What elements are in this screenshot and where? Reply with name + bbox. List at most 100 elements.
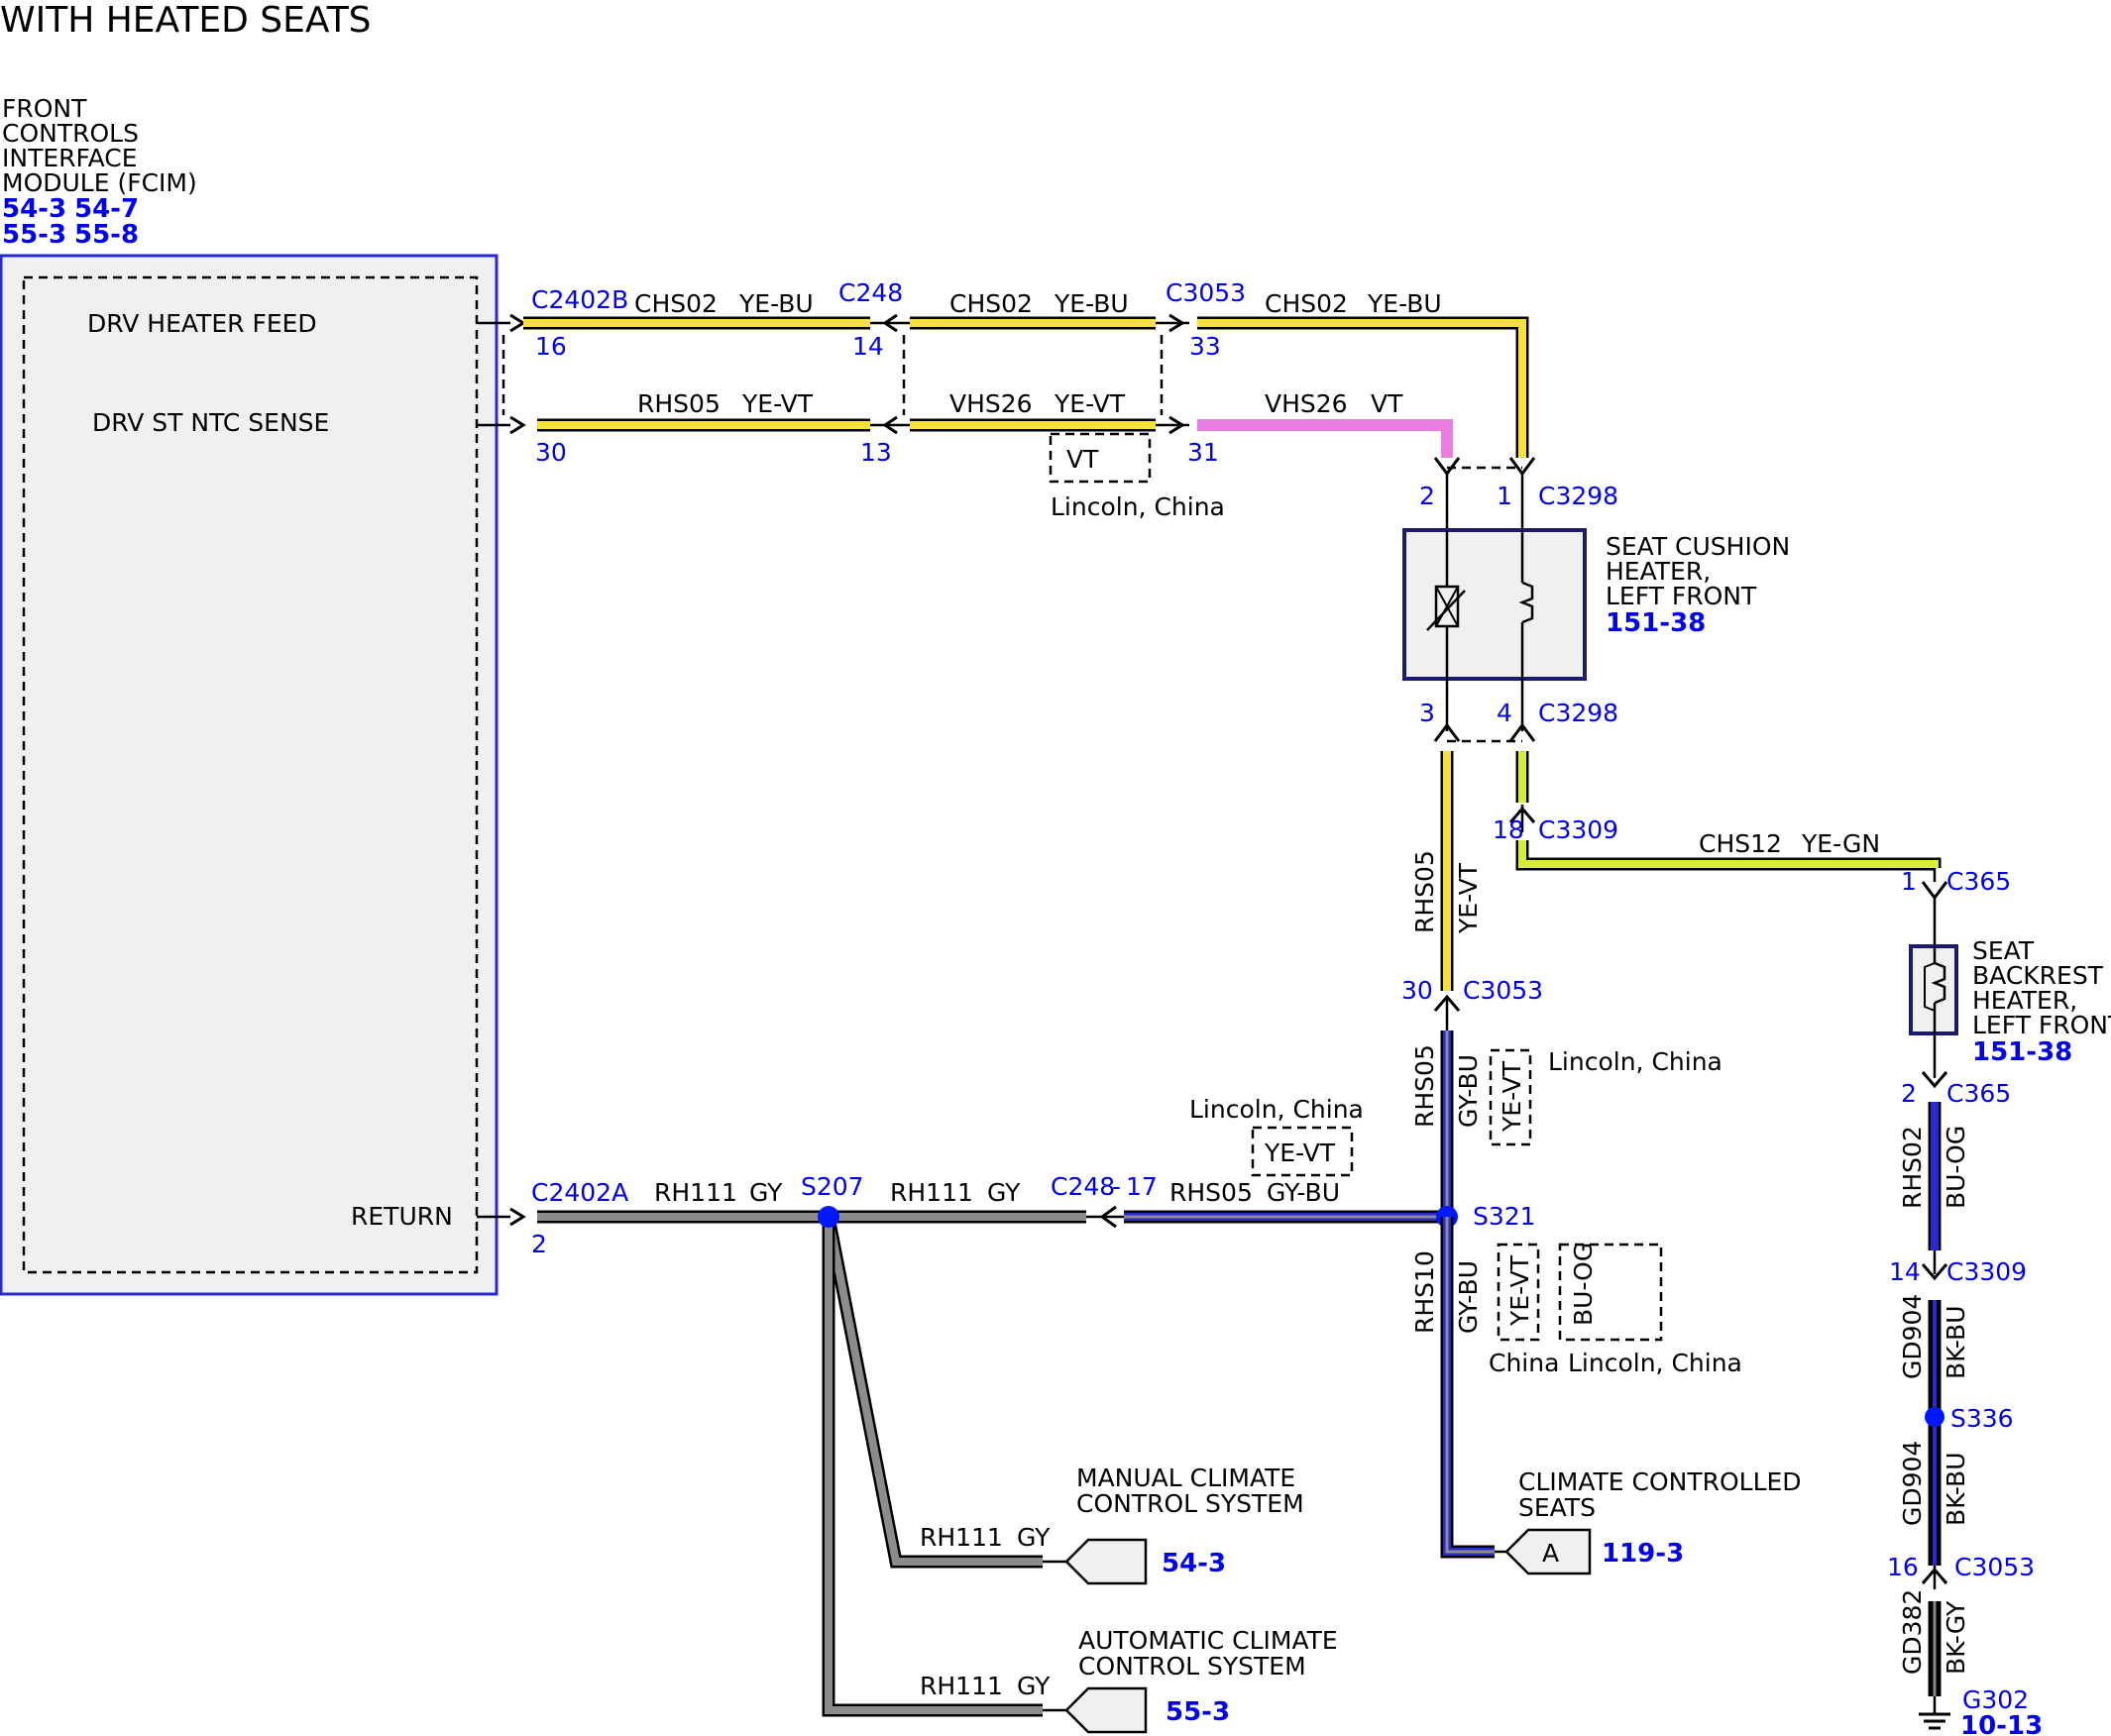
- label-ye-bu-1: YE-BU: [738, 289, 814, 318]
- wire-rhs02[interactable]: [1921, 1102, 1948, 1281]
- fcim-pin-drv-st-ntc-sense: DRV ST NTC SENSE: [92, 408, 329, 437]
- option-lincoln-china-4: Lincoln, China: [1568, 1349, 1742, 1377]
- conn-c2402b[interactable]: C2402B: [531, 285, 628, 314]
- conn-c3053-bottom[interactable]: C3053: [1954, 1553, 2035, 1581]
- ccs-pin: A: [1542, 1539, 1559, 1568]
- label-rhs10: RHS10: [1410, 1250, 1439, 1334]
- label-ye-vt-1: YE-VT: [741, 389, 814, 418]
- option-china: China: [1489, 1349, 1559, 1377]
- option-lincoln-china-1: Lincoln, China: [1051, 492, 1225, 521]
- manual-climate-connector-flag[interactable]: [1064, 1538, 1148, 1585]
- option-lincoln-china-3: Lincoln, China: [1189, 1095, 1364, 1124]
- ccs-ref[interactable]: 119-3: [1602, 1539, 1684, 1569]
- fcim-name-line-3: INTERFACE: [2, 144, 138, 172]
- label-rh111-4: RH111: [920, 1672, 1003, 1700]
- manual-climate-name-2: CONTROL SYSTEM: [1076, 1489, 1304, 1518]
- option-ye-vt-1: YE-VT: [1498, 1060, 1526, 1133]
- option-bu-og-box: [1558, 1243, 1663, 1342]
- manual-climate-ref[interactable]: 54-3: [1162, 1549, 1226, 1578]
- seat-cushion-heater: [1402, 457, 1587, 743]
- fcim-ref-54-7[interactable]: 54-7: [74, 194, 139, 224]
- option-lincoln-china-2: Lincoln, China: [1548, 1047, 1722, 1076]
- fcim-name-line-4: MODULE (FCIM): [2, 168, 197, 197]
- label-rhs05-return: RHS05: [1169, 1178, 1253, 1207]
- conn-c3298-bottom[interactable]: C3298: [1538, 699, 1618, 727]
- label-gy-1: GY: [749, 1178, 783, 1207]
- pin-c365-2: 2: [1901, 1079, 1917, 1108]
- automatic-climate-name-1: AUTOMATIC CLIMATE: [1078, 1626, 1338, 1655]
- conn-c365-top[interactable]: C365: [1946, 867, 2011, 896]
- label-gd382: GD382: [1898, 1589, 1927, 1675]
- backrest-element-icon: [1931, 961, 1946, 1005]
- label-ye-gn: YE-GN: [1801, 829, 1880, 858]
- label-rh111-3: RH111: [920, 1523, 1003, 1552]
- splice-s321-label: S321: [1473, 1202, 1536, 1231]
- fcim-pin-return: RETURN: [351, 1202, 453, 1231]
- option-vt-box: [1049, 432, 1152, 484]
- pin-c3298-2: 2: [1419, 482, 1435, 510]
- manual-climate-name-1: MANUAL CLIMATE: [1076, 1464, 1295, 1492]
- backrest-name-1: SEAT: [1972, 936, 2035, 965]
- label-gd904-1: GD904: [1898, 1294, 1927, 1379]
- wire-rh111[interactable]: [477, 1207, 1086, 1717]
- automatic-climate-connector-flag[interactable]: [1064, 1686, 1148, 1734]
- splice-s207[interactable]: [818, 1206, 839, 1228]
- fcim-ref-55-8[interactable]: 55-8: [74, 220, 139, 250]
- wire-rhs05-vhs26[interactable]: [477, 415, 1453, 458]
- cushion-name-2: HEATER,: [1606, 557, 1711, 586]
- label-gd904-2: GD904: [1898, 1441, 1927, 1526]
- wire-rhs10[interactable]: [1440, 1217, 1506, 1559]
- label-ye-vt-2: YE-VT: [1054, 389, 1126, 418]
- automatic-climate-ref[interactable]: 55-3: [1166, 1697, 1230, 1727]
- fcim-ref-54-3[interactable]: 54-3: [2, 194, 66, 224]
- pin-c3053-16: 16: [1887, 1553, 1919, 1581]
- wire-rhs05-vertical[interactable]: [1433, 751, 1461, 1031]
- label-ye-bu-3: YE-BU: [1367, 289, 1442, 318]
- pin-c3053-31: 31: [1187, 438, 1219, 467]
- pin-c3309-14: 14: [1889, 1257, 1921, 1286]
- conn-c3309-bottom[interactable]: C3309: [1946, 1257, 2027, 1286]
- pin-c2402a-2: 2: [531, 1230, 547, 1258]
- label-chs02-2: CHS02: [949, 289, 1033, 318]
- fcim-name-line-2: CONTROLS: [2, 119, 139, 148]
- cushion-ref[interactable]: 151-38: [1606, 608, 1706, 638]
- conn-c3053-mid[interactable]: C3053: [1463, 976, 1543, 1005]
- label-rhs05-vertical: RHS05: [1410, 850, 1439, 933]
- splice-s207-label: S207: [801, 1172, 864, 1201]
- label-bk-gy: BK-GY: [1942, 1600, 1970, 1675]
- fcim-module: FRONT CONTROLS INTERFACE MODULE (FCIM) 5…: [0, 94, 499, 1296]
- option-ye-vt-3: YE-VT: [1505, 1254, 1534, 1327]
- wire-gd382[interactable]: [1919, 1601, 1950, 1730]
- ground-ref[interactable]: 10-13: [1960, 1711, 2043, 1736]
- option-ye-vt-box-1: [1489, 1048, 1532, 1146]
- pin-c365-1: 1: [1901, 867, 1917, 896]
- wire-chs02[interactable]: [477, 313, 1529, 458]
- fcim-inner-dashed: [22, 275, 479, 1274]
- ccs-connector-flag[interactable]: [1504, 1528, 1592, 1575]
- conn-c365-bottom[interactable]: C365: [1946, 1079, 2011, 1108]
- backrest-name-2: BACKREST: [1972, 961, 2104, 990]
- splice-s336[interactable]: [1925, 1407, 1944, 1427]
- pin-c248-14: 14: [852, 332, 884, 361]
- conn-c3298-top[interactable]: C3298: [1538, 482, 1618, 510]
- conn-c248-return[interactable]: C248: [1051, 1172, 1115, 1201]
- conn-c2402a[interactable]: C2402A: [531, 1178, 628, 1207]
- automatic-climate-name-2: CONTROL SYSTEM: [1078, 1652, 1306, 1681]
- label-gy-3: GY: [1017, 1523, 1051, 1552]
- backrest-ref[interactable]: 151-38: [1972, 1037, 2072, 1067]
- label-gy-bu-lower: GY-BU: [1454, 1054, 1483, 1128]
- conn-c248[interactable]: C248: [838, 278, 903, 307]
- heater-element-icon: [1518, 581, 1534, 624]
- label-gy-bu-rhs10: GY-BU: [1454, 1260, 1483, 1334]
- wire-chs12[interactable]: [1508, 751, 1948, 901]
- pin-c2402b-30: 30: [535, 438, 567, 467]
- label-chs12: CHS12: [1699, 829, 1782, 858]
- wire-rhs05-horizontal[interactable]: [1086, 1205, 1447, 1229]
- conn-c3053-top[interactable]: C3053: [1166, 278, 1246, 307]
- conn-c3309-top[interactable]: C3309: [1538, 815, 1618, 844]
- cushion-name-3: LEFT FRONT: [1606, 582, 1757, 610]
- label-chs02-1: CHS02: [634, 289, 718, 318]
- pin-c248-17: 17: [1126, 1172, 1158, 1201]
- wire-gd904[interactable]: [1921, 1300, 1948, 1589]
- fcim-ref-55-3[interactable]: 55-3: [2, 220, 66, 250]
